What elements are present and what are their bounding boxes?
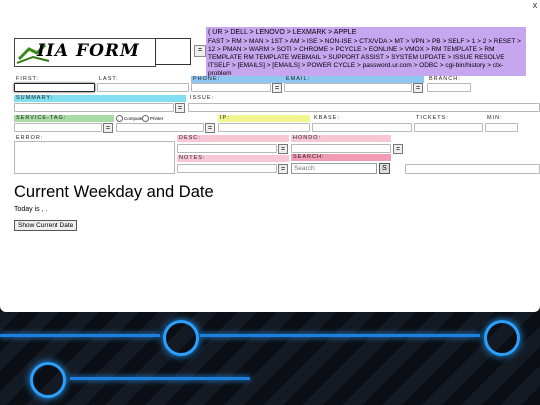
wallpaper-line (200, 334, 480, 337)
notes-input[interactable] (177, 164, 277, 173)
tickets-label: TICKETS: (416, 115, 449, 121)
last-label: LAST: (99, 76, 119, 82)
ip-label: IP: (218, 115, 310, 122)
today-text: Today is , . (14, 206, 48, 213)
email-select-button[interactable]: = (413, 83, 423, 93)
branch-input[interactable] (427, 83, 471, 92)
logo-ant-icon (16, 43, 50, 64)
service-tag-label: SERVICE-TAG: (14, 115, 114, 122)
background-wallpaper (0, 312, 540, 405)
summary-label: SUMMARY: (14, 95, 186, 102)
template-select[interactable] (155, 38, 191, 65)
logo-text: IIA FORM (37, 41, 140, 61)
ip-input[interactable] (218, 123, 310, 132)
kbase-input[interactable] (312, 123, 412, 132)
first-label: FIRST: (16, 76, 39, 82)
wallpaper-line (0, 334, 160, 337)
wallpaper-glow-ring (484, 320, 520, 356)
radio-computer[interactable]: Computer (116, 115, 144, 122)
radio-printer-label: Printer (150, 116, 164, 121)
radio-circle-icon[interactable] (142, 115, 149, 122)
close-icon[interactable]: x (532, 0, 538, 10)
notes-label: NOTES: (177, 155, 289, 162)
min-input[interactable] (485, 123, 518, 132)
branch-label: BRANCH: (429, 76, 461, 82)
summary-input[interactable] (14, 103, 174, 112)
summary-select-button[interactable]: = (175, 103, 185, 113)
hondo-select-button[interactable]: = (393, 144, 403, 154)
service-tag-select-button[interactable]: = (103, 123, 113, 133)
phone-input[interactable] (191, 83, 271, 92)
wallpaper-glow-ring (163, 320, 199, 356)
show-current-date-button[interactable]: Show Current Date (14, 220, 78, 231)
hondo-input[interactable] (291, 144, 391, 153)
radio-computer-label: Computer (124, 116, 144, 121)
error-textarea[interactable] (14, 141, 175, 174)
search-results-input[interactable] (405, 164, 540, 174)
first-input[interactable] (14, 83, 95, 92)
device-select-button[interactable]: = (205, 123, 215, 133)
template-select-button[interactable]: = (194, 45, 206, 57)
quick-links: ( UR > DELL > LENOVO > LEXMARK > APPLE F… (206, 27, 526, 78)
issue-label: ISSUE: (190, 95, 215, 101)
desc-select-button[interactable]: = (278, 144, 288, 154)
wallpaper-line (70, 377, 250, 380)
logo: IIA FORM (14, 38, 156, 67)
main-panel: x IIA FORM = ( UR > DELL > LENOVO > LEXM… (0, 0, 540, 312)
tickets-input[interactable] (414, 123, 483, 132)
last-input[interactable] (97, 83, 189, 92)
search-input[interactable]: Search (291, 163, 377, 174)
phone-label: PHONE: (191, 76, 284, 83)
device-select[interactable] (116, 123, 204, 132)
quick-links-list[interactable]: FAST > RM > MAN > 1ST > AM > ISE > NON-I… (208, 38, 521, 78)
phone-select-button[interactable]: = (272, 83, 282, 93)
desc-label: DESC: (177, 135, 289, 142)
service-tag-input[interactable] (14, 123, 102, 132)
kbase-label: KBASE: (314, 115, 340, 121)
hondo-label: HONDO: (291, 135, 391, 142)
page-title: Current Weekday and Date (14, 183, 214, 201)
error-label: ERROR: (16, 135, 44, 141)
wallpaper-glow-ring (30, 362, 66, 398)
search-button[interactable]: S (379, 163, 390, 174)
desc-input[interactable] (177, 144, 277, 153)
radio-printer[interactable]: Printer (142, 115, 163, 122)
email-label: EMAIL: (284, 76, 424, 83)
issue-input[interactable] (188, 103, 540, 112)
email-input[interactable] (284, 83, 412, 92)
quick-links-line1[interactable]: ( UR > DELL > LENOVO > LEXMARK > APPLE (208, 29, 357, 36)
radio-circle-icon[interactable] (116, 115, 123, 122)
min-label: MIN: (487, 115, 503, 121)
search-label: SEARCH: (291, 154, 391, 161)
notes-select-button[interactable]: = (278, 164, 288, 174)
